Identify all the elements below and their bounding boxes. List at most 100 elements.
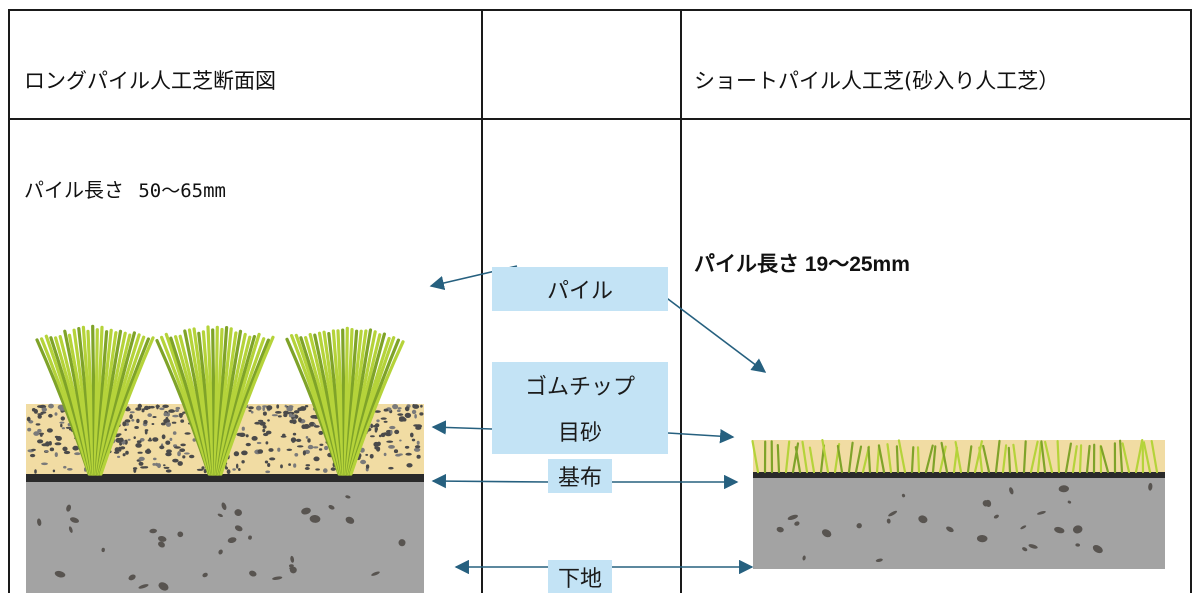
rubber-chip	[62, 446, 68, 452]
ground-stone	[234, 509, 242, 517]
grass-blade	[982, 444, 991, 474]
rubber-chip	[165, 452, 172, 457]
rubber-chip	[386, 440, 394, 443]
rubber-chip	[414, 445, 421, 449]
table-border-header-bottom	[8, 118, 1192, 120]
ground-stone	[128, 574, 136, 581]
rubber-chip	[160, 422, 166, 426]
rubber-chip	[184, 452, 190, 455]
rubber-chip	[61, 427, 65, 430]
rubber-chip	[276, 404, 280, 409]
rubber-chip	[153, 457, 157, 461]
rubber-chip	[318, 448, 323, 451]
grass-blade	[867, 446, 872, 474]
rubber-chip	[238, 432, 246, 437]
grass-blade	[794, 446, 802, 474]
grass-blade	[1071, 445, 1078, 474]
rubber-chip	[29, 453, 36, 458]
rubber-chip	[257, 449, 264, 454]
rubber-chip	[411, 438, 416, 442]
rubber-chip	[404, 406, 410, 412]
ground-stone	[918, 515, 928, 524]
ground-stone	[802, 555, 806, 561]
ground-stone	[886, 518, 891, 524]
rubber-chip	[370, 423, 374, 429]
rubber-chip	[45, 441, 50, 447]
ground-stone	[1036, 511, 1046, 515]
rubber-chip	[40, 411, 47, 414]
rubber-chip	[161, 434, 166, 440]
rubber-chip	[175, 406, 181, 410]
rubber-chip	[149, 405, 155, 409]
rubber-chip	[67, 468, 73, 471]
ground-stone	[227, 537, 237, 544]
rubber-chip	[65, 426, 72, 429]
rubber-chip	[288, 463, 291, 466]
rubber-chip	[275, 411, 282, 414]
rubber-chip	[39, 432, 43, 437]
rubber-chip	[119, 441, 123, 446]
rubber-chip	[265, 441, 269, 445]
rubber-chip	[405, 452, 412, 456]
rubber-chip	[304, 467, 310, 470]
rubber-chip	[119, 437, 124, 442]
rubber-chip	[124, 407, 131, 412]
rubber-chip	[389, 425, 396, 430]
rubber-chip	[262, 428, 266, 433]
rubber-chip	[52, 469, 56, 473]
rubber-chip	[406, 463, 413, 468]
rubber-chip	[370, 435, 375, 438]
short-backing-layer	[753, 472, 1165, 478]
grass-blade	[1012, 443, 1019, 474]
rubber-chip	[54, 452, 58, 457]
rubber-chip	[307, 444, 314, 450]
rubber-chip	[180, 419, 185, 423]
rubber-chip	[374, 410, 381, 413]
ground-stone	[202, 572, 208, 578]
ground-stone	[177, 531, 184, 538]
grass-blade	[895, 445, 900, 474]
rubber-chip	[169, 437, 173, 441]
rubber-chip	[41, 407, 47, 412]
rubber-chip	[60, 423, 63, 428]
rubber-chip	[383, 420, 388, 423]
ground-stone	[888, 510, 898, 517]
grass-blade	[916, 446, 921, 474]
ground-stone	[157, 535, 167, 542]
grass-blade	[1044, 440, 1054, 474]
rubber-chip	[282, 433, 286, 438]
rubber-chip	[293, 463, 297, 468]
rubber-chip	[388, 466, 394, 470]
rubber-chip	[419, 412, 424, 416]
rubber-chip	[114, 447, 120, 453]
rubber-chip	[295, 438, 302, 442]
grass-blade	[1121, 442, 1131, 474]
rubber-chip	[245, 442, 251, 447]
rubber-chip	[54, 442, 62, 446]
rubber-chip	[31, 448, 36, 452]
rubber-chip	[373, 441, 380, 447]
ground-stone	[101, 547, 105, 553]
rubber-chip	[135, 407, 142, 411]
long-pile-length-value: 50～65mm	[138, 180, 226, 202]
rubber-chip	[203, 469, 207, 474]
ground-stone	[289, 567, 293, 570]
rubber-chip	[365, 464, 370, 469]
rubber-chip	[182, 455, 186, 459]
rubber-chip	[232, 468, 236, 471]
rubber-chip	[365, 453, 369, 456]
ground-stone	[66, 504, 72, 512]
rubber-chip	[140, 466, 147, 469]
rubber-chip	[369, 454, 374, 459]
rubber-chip	[48, 430, 52, 433]
arrow-sand-short	[667, 429, 735, 444]
rubber-chip	[258, 419, 264, 422]
rubber-chip	[262, 425, 267, 429]
rubber-chip	[151, 423, 155, 425]
short-ground-layer	[753, 478, 1165, 569]
ground-stone	[68, 526, 73, 533]
rubber-chip	[124, 428, 127, 431]
rubber-chip	[298, 417, 302, 423]
grass-blade	[994, 439, 1001, 474]
rubber-chip	[397, 413, 404, 416]
